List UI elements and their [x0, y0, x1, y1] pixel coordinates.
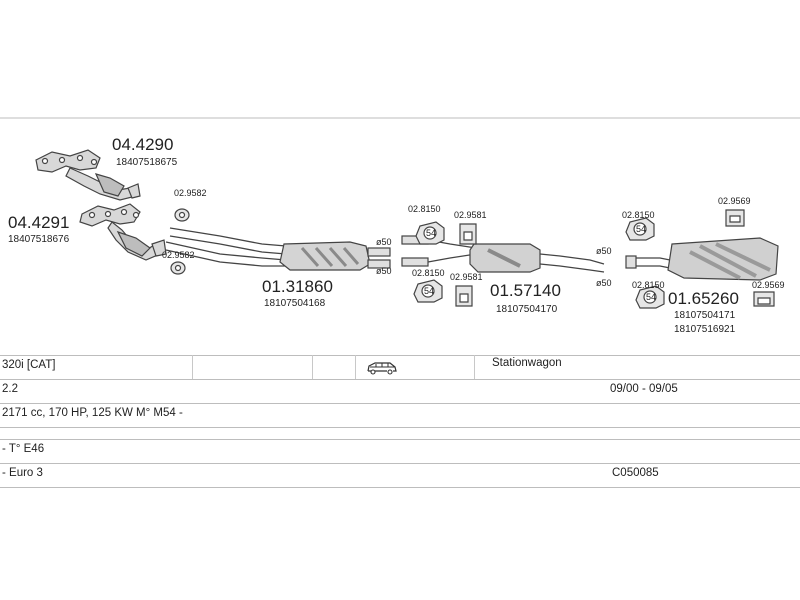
- clamp-mark: 54: [646, 292, 656, 302]
- production-period: 09/00 - 09/05: [610, 383, 678, 395]
- diameter-label: ø50: [376, 266, 392, 276]
- clamp-2: [413, 279, 443, 303]
- station-wagon-icon: [367, 362, 397, 375]
- exhaust-manifold-lower: [79, 203, 167, 261]
- clamp-3: [625, 217, 655, 241]
- fitting-label: 02.9582: [162, 250, 195, 260]
- clamp-1: [415, 221, 445, 245]
- mount-1: [459, 223, 477, 245]
- oe-number-front-pipe: 18107504168: [264, 298, 326, 309]
- exhaust-manifold-upper: [35, 149, 141, 201]
- part-number-rear-silencer: 01.65260: [668, 289, 739, 308]
- vehicle-model: 320i [CAT]: [2, 359, 56, 371]
- system-code: C050085: [612, 467, 659, 479]
- mount-3: [725, 209, 745, 227]
- oe-number-manifold-lower: 18407518676: [8, 234, 70, 245]
- table-divider: [0, 463, 800, 464]
- fitting-label: 02.8150: [622, 210, 655, 220]
- table-divider: [0, 355, 800, 356]
- column-divider: [355, 355, 356, 379]
- middle-silencer-front: [279, 241, 371, 271]
- part-number-intermediate-pipe: 01.57140: [490, 281, 561, 300]
- table-divider: [0, 379, 800, 380]
- emission-standard: - Euro 3: [2, 467, 43, 479]
- fitting-label: 02.9569: [718, 196, 751, 206]
- fitting-label: 02.8150: [408, 204, 441, 214]
- tailpipe-stubs: [367, 247, 391, 269]
- table-divider: [0, 487, 800, 488]
- table-divider: [0, 403, 800, 404]
- clamp-mark: 54: [424, 286, 434, 296]
- vehicle-body: Stationwagon: [492, 357, 562, 369]
- front-pipe: [165, 227, 287, 267]
- rear-silencer: [625, 237, 779, 281]
- fitting-label: 02.8150: [412, 268, 445, 278]
- diameter-label: ø50: [596, 278, 612, 288]
- fitting-label: 02.9582: [174, 188, 207, 198]
- clamp-mark: 54: [426, 228, 436, 238]
- gasket-upper: [174, 208, 190, 222]
- intermediate-pipe: [401, 235, 605, 273]
- oe-number-rear-silencer: 18107504171: [674, 310, 736, 321]
- mount-2: [455, 285, 473, 307]
- mount-4: [753, 291, 775, 307]
- oe-number-rear-silencer-alt: 18107516921: [674, 324, 736, 335]
- column-divider: [192, 355, 193, 379]
- fitting-label: 02.9569: [752, 280, 785, 290]
- column-divider: [474, 355, 475, 379]
- part-number-manifold-lower: 04.4291: [8, 213, 69, 232]
- table-divider: [0, 427, 800, 428]
- diameter-label: ø50: [376, 237, 392, 247]
- oe-number-manifold-upper: 18407518675: [116, 157, 178, 168]
- table-divider: [0, 439, 800, 440]
- exhaust-system-diagram: 54 54 54 54 04.4290 18407518675 04.4291 …: [0, 117, 800, 335]
- clamp-mark: 54: [636, 224, 646, 234]
- oe-number-intermediate-pipe: 18107504170: [496, 304, 558, 315]
- engine-spec: 2171 cc, 170 HP, 125 KW M° M54 -: [2, 407, 183, 419]
- engine-capacity: 2.2: [2, 383, 18, 395]
- diameter-label: ø50: [596, 246, 612, 256]
- fitting-label: 02.8150: [632, 280, 665, 290]
- column-divider: [312, 355, 313, 379]
- part-number-front-pipe: 01.31860: [262, 277, 333, 296]
- vehicle-type: - T° E46: [2, 443, 45, 455]
- part-number-manifold-upper: 04.4290: [112, 135, 173, 154]
- fitting-label: 02.9581: [454, 210, 487, 220]
- gasket-lower: [170, 261, 186, 275]
- fitting-label: 02.9581: [450, 272, 483, 282]
- clamp-4: [635, 285, 665, 309]
